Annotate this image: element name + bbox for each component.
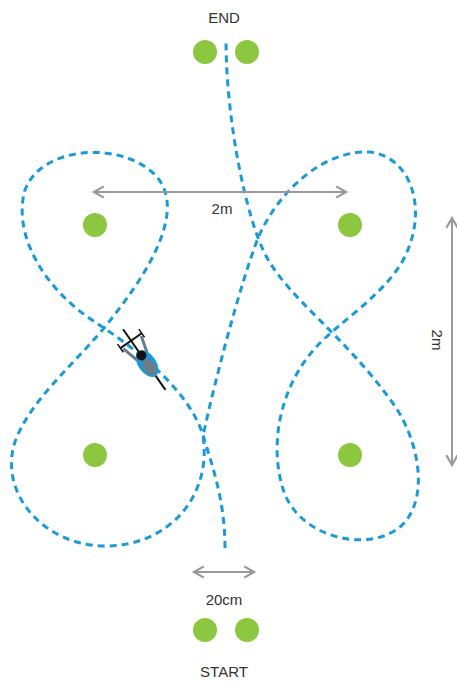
dimension-label: 2m [428, 328, 446, 353]
riding-path [11, 40, 418, 548]
cyclist-icon [112, 322, 176, 398]
cone-markers [83, 40, 362, 642]
dimension-label: 20cm [204, 591, 245, 609]
start-label: START [198, 663, 250, 681]
dimension-label: 2m [210, 200, 235, 218]
dimension-arrows [94, 192, 452, 572]
end-label: END [206, 9, 242, 27]
